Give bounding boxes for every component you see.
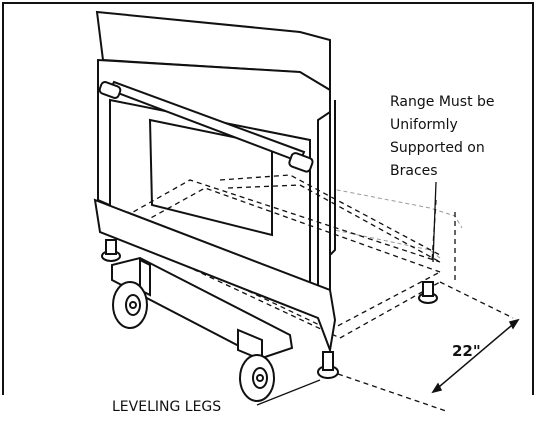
leveling-legs: [101, 239, 438, 379]
callout-leader: [432, 181, 437, 263]
dimension-22: [431, 318, 520, 394]
callout-line-4: Braces: [390, 163, 438, 179]
door-handle: [98, 80, 314, 173]
legs-leader: [256, 379, 321, 406]
callout-line-1: Range Must be: [390, 94, 495, 110]
base-kick-plate: [93, 198, 337, 354]
leveling-legs-label: LEVELING LEGS: [112, 399, 221, 415]
range-body: [95, 10, 336, 297]
brace-callout: Range Must be Uniformly Supported on Bra…: [390, 94, 495, 263]
caster-cart: [111, 256, 294, 362]
callout-line-3: Supported on: [390, 140, 485, 156]
callout-line-2: Uniformly: [390, 117, 458, 133]
border: [2, 2, 534, 395]
dimension-label: 22": [452, 342, 481, 360]
rear-outline: [337, 212, 514, 412]
caster-wheels: [112, 281, 275, 402]
